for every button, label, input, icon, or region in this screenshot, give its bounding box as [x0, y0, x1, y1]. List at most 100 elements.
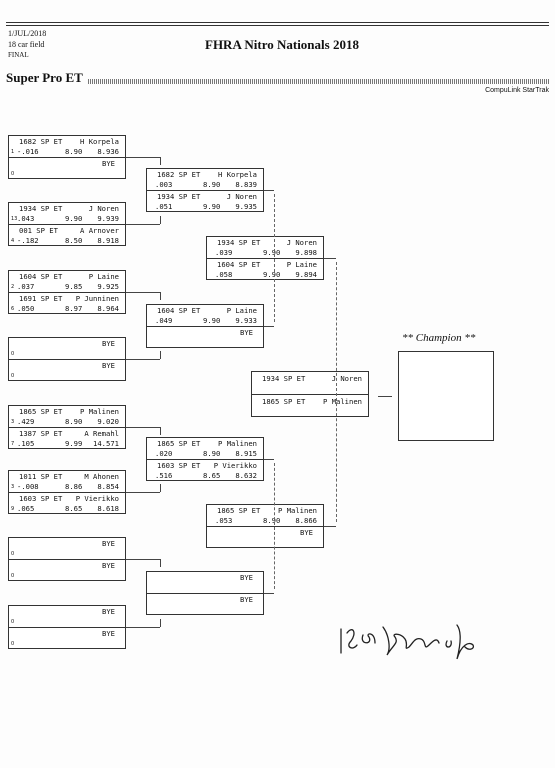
connector-line	[160, 351, 161, 359]
connector-line	[126, 224, 160, 225]
car-number: 1865 SP ET	[217, 506, 261, 515]
header-field-size: 18 car field	[8, 40, 45, 49]
lane-number: 0	[11, 373, 15, 379]
lane-number: 0	[11, 573, 15, 579]
car-number: 001 SP ET	[19, 226, 58, 235]
bye-slot: BYE 0	[9, 606, 125, 628]
reaction-time: .003	[155, 180, 173, 189]
dial-in: 8.90	[203, 180, 221, 189]
bye-label: BYE	[300, 528, 313, 537]
reaction-time: -.182	[17, 236, 39, 245]
brand-label: CompuLink StarTrak	[485, 87, 549, 94]
dial-in: 9.90	[65, 214, 83, 223]
lane-number: 0	[11, 619, 15, 625]
page-title: FHRA Nitro Nationals 2018	[205, 37, 359, 52]
bye-label: BYE	[102, 607, 115, 616]
driver-name: H Korpela	[218, 170, 257, 179]
bye-slot: BYE	[207, 527, 323, 549]
car-number: 1865 SP ET	[19, 407, 63, 416]
connector-dash	[336, 262, 337, 522]
driver-name: M Ahonen	[84, 472, 119, 481]
entry-times-line: 0	[9, 549, 125, 559]
dial-in: 9.90	[203, 202, 221, 211]
entry-times-line: 0	[9, 571, 125, 581]
reaction-time: .050	[17, 304, 35, 313]
entry-times-line	[147, 338, 263, 348]
elapsed-time: 9.898	[295, 248, 317, 257]
reaction-time: .051	[155, 202, 173, 211]
driver-name: J Noren	[226, 192, 257, 201]
connector-line	[126, 427, 160, 428]
reaction-time: .065	[17, 504, 35, 513]
reaction-time: .049	[155, 316, 173, 325]
entry-times-line: 0	[9, 617, 125, 627]
entry-times-line: 0	[9, 349, 125, 359]
connector-line	[160, 427, 161, 435]
elapsed-time: 9.933	[235, 316, 257, 325]
car-number: 1603 SP ET	[19, 494, 63, 503]
connector-line	[160, 484, 161, 492]
elapsed-time: 14.571	[93, 439, 119, 448]
reaction-time: .105	[17, 439, 35, 448]
connector-line	[126, 492, 160, 493]
car-number: 1387 SP ET	[19, 429, 63, 438]
connector-line	[160, 216, 161, 224]
lane-number: 2	[11, 284, 15, 290]
car-number: 1682 SP ET	[19, 137, 63, 146]
class-title-underline	[88, 79, 549, 84]
bye-slot: BYE	[147, 594, 263, 616]
elapsed-time: 9.894	[295, 270, 317, 279]
elapsed-time: 8.936	[97, 147, 119, 156]
driver-name: P Laine	[88, 272, 119, 281]
driver-name: P Junninen	[75, 294, 119, 303]
connector-line	[264, 326, 274, 327]
connector-line	[264, 593, 274, 594]
elapsed-time: 8.918	[97, 236, 119, 245]
connector-line	[126, 157, 160, 158]
car-number: 1865 SP ET	[157, 439, 201, 448]
entry-times-line: 0	[9, 371, 125, 381]
bye-label: BYE	[102, 539, 115, 548]
lane-number: 0	[11, 171, 15, 177]
reaction-time: .039	[215, 248, 233, 257]
top-rule-2	[6, 25, 549, 26]
car-number: 1934 SP ET	[262, 374, 306, 383]
lane-number: 3	[11, 484, 15, 490]
dial-in: 8.65	[203, 471, 221, 480]
entry-times-line: 0	[9, 639, 125, 649]
